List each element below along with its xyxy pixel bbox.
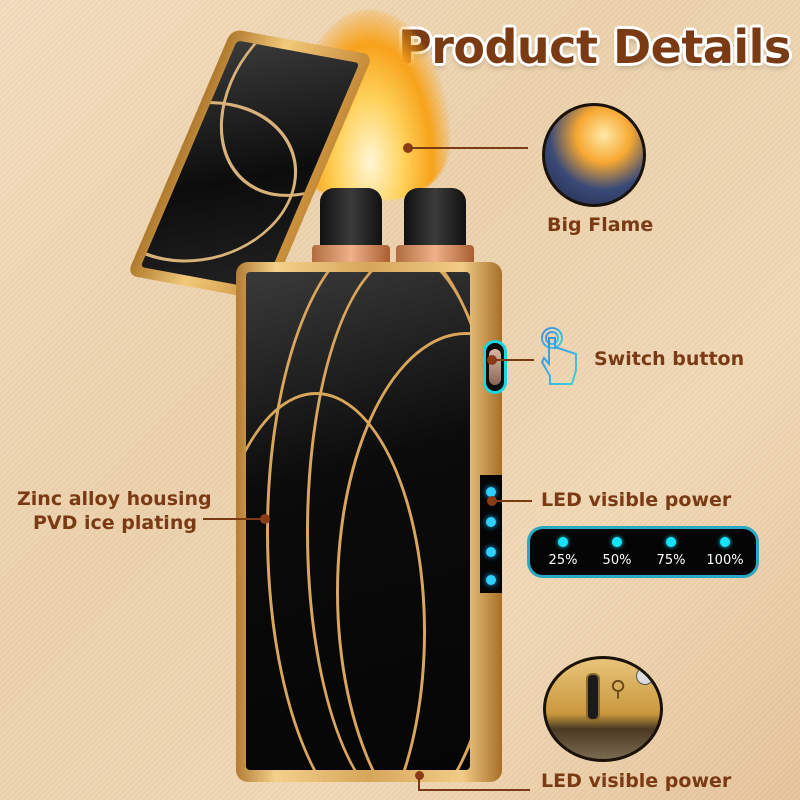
led-indicator-strip (480, 475, 502, 593)
led-power-label: LED visible power (541, 489, 732, 511)
housing-label-line2: PVD ice plating (33, 512, 197, 534)
power-level-item: 50% (592, 535, 642, 568)
housing-callout-dot (260, 514, 270, 524)
led-dot (486, 547, 496, 557)
screw-icon (636, 667, 654, 685)
led-dot (486, 487, 496, 497)
housing-label-line1: Zinc alloy housing (17, 488, 212, 510)
switch-button[interactable] (483, 340, 507, 394)
page-title: Product Details (398, 20, 791, 74)
flame-closeup-image (542, 103, 646, 207)
led-dot (486, 575, 496, 585)
power-level-panel: 25% 50% 75% 100% (527, 526, 759, 578)
power-dot (720, 537, 730, 547)
housing-callout-line (203, 518, 261, 520)
power-level-label: 25% (548, 553, 578, 568)
lighter-body (236, 262, 502, 782)
usb-port-closeup-image: ⚲ (543, 656, 663, 762)
touch-hand-icon (540, 327, 577, 385)
power-level-item: 75% (646, 535, 696, 568)
led-dot (486, 517, 496, 527)
flame-callout-dot (403, 143, 413, 153)
flame-callout-line (410, 147, 528, 149)
switch-button-label: Switch button (594, 348, 745, 370)
usb-symbol-icon: ⚲ (610, 677, 627, 702)
nozzle-base-right (396, 245, 474, 267)
nozzle-base-left (312, 245, 390, 267)
power-level-label: 100% (706, 553, 744, 568)
power-level-item: 100% (700, 535, 750, 568)
usb-callout-line (418, 789, 530, 791)
power-level-label: 50% (602, 553, 632, 568)
big-flame-label: Big Flame (547, 214, 654, 236)
power-level-label: 75% (656, 553, 686, 568)
power-dot (612, 537, 622, 547)
switch-callout-dot (487, 355, 497, 365)
power-level-item: 25% (538, 535, 588, 568)
power-dot (666, 537, 676, 547)
led-callout-line (494, 500, 532, 502)
power-dot (558, 537, 568, 547)
usb-led-power-label: LED visible power (541, 770, 732, 792)
switch-callout-line (494, 359, 534, 361)
usb-callout-line-vertical (418, 778, 420, 790)
lighter-face (246, 272, 470, 770)
usb-callout-dot (415, 771, 424, 780)
usb-port-slot (586, 673, 600, 721)
led-callout-dot (487, 496, 497, 506)
